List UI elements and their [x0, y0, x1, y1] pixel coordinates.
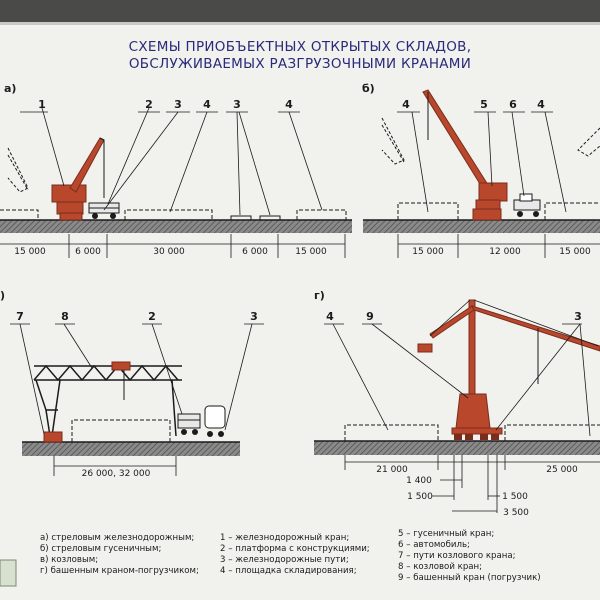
storage-area — [544, 202, 600, 220]
legend-item: 2 – платформа с конструкциями; — [220, 544, 370, 554]
crawler-crane — [422, 89, 508, 221]
callout-label: 4 — [402, 98, 410, 111]
storage-area — [296, 209, 347, 220]
panel-letter: г) — [314, 289, 325, 302]
legend-item: 9 – башенный кран (погрузчик) — [398, 573, 541, 583]
ground-strip — [22, 442, 240, 456]
boom-outline — [577, 127, 600, 157]
dimension-label: 12 000 — [489, 247, 521, 257]
legend-item: 3 – железнодорожные пути; — [220, 555, 349, 565]
dimension-label: 26 000, 32 000 — [82, 469, 151, 479]
dimension-label: 21 000 — [376, 465, 408, 475]
callout-label: 4 — [326, 310, 334, 323]
callout-label: 3 — [233, 98, 241, 111]
callout-label: 4 — [203, 98, 211, 111]
dimension-label: 6 000 — [242, 247, 268, 257]
board-frame — [0, 22, 600, 25]
callout-label: 5 — [480, 98, 488, 111]
callout-label: 7 — [16, 310, 24, 323]
title-line-1: СХЕМЫ ПРИОБЪЕКТНЫХ ОТКРЫТЫХ СКЛАДОВ, — [129, 39, 472, 55]
callout-label: 1 — [38, 98, 46, 111]
dimension-label: 15 000 — [559, 247, 591, 257]
storage-area — [0, 209, 39, 220]
railway-crane — [51, 137, 105, 221]
storage-area — [504, 424, 600, 441]
callout-label: 3 — [174, 98, 182, 111]
panel-letter: б) — [362, 82, 375, 95]
trolley — [111, 361, 131, 371]
callout-label: 4 — [537, 98, 545, 111]
legend-item: 8 – козловой кран; — [398, 562, 482, 572]
legend-item: в) козловым; — [40, 555, 98, 565]
dimension-label: 6 000 — [75, 247, 101, 257]
storage-area — [124, 209, 213, 220]
storage-area — [397, 202, 459, 220]
sticker-tag — [0, 559, 17, 587]
dimension-label: 1 500 — [407, 492, 433, 502]
callout-label: 2 — [148, 310, 156, 323]
callout-label: 8 — [61, 310, 69, 323]
dimension-label: 15 000 — [412, 247, 444, 257]
callout-label: 3 — [250, 310, 258, 323]
legend-item: 6 – автомобиль; — [398, 540, 470, 550]
panel-letter: а) — [4, 82, 16, 95]
dimension-label: 30 000 — [153, 247, 185, 257]
legend-item: 4 – площадка складирования; — [220, 566, 357, 576]
panel-g: г) — [314, 289, 600, 518]
ground-strip — [363, 220, 600, 233]
panel-letter: ) — [0, 289, 5, 302]
panel-v: ) — [0, 289, 264, 479]
boom-outline — [381, 117, 405, 165]
platform-with-structures — [88, 202, 120, 219]
truck — [513, 193, 541, 217]
dimension-label: 1 500 — [502, 492, 528, 502]
rail-track — [259, 215, 281, 221]
panel-b: б) — [362, 82, 600, 258]
legend-item: г) башенным краном-погрузчиком; — [40, 566, 199, 576]
title-line-2: ОБСЛУЖИВАЕМЫХ РАЗГРУЗОЧНЫМИ КРАНАМИ — [129, 56, 471, 72]
boom-outline — [7, 147, 29, 193]
legend-item: 5 – гусеничный кран; — [398, 529, 494, 539]
callout-label: 4 — [285, 98, 293, 111]
gantry-crane — [33, 364, 182, 437]
dimension-label: 15 000 — [295, 247, 327, 257]
dimension-label: 25 000 — [546, 465, 578, 475]
storage-area — [71, 419, 171, 442]
callout-label: 2 — [145, 98, 153, 111]
legend-item: а) стреловым железнодорожным; — [40, 533, 194, 543]
dimension-label: 1 400 — [406, 476, 432, 486]
background-wall — [0, 0, 600, 22]
callout-label: 3 — [574, 310, 582, 323]
callout-label: 9 — [366, 310, 374, 323]
ground-strip — [314, 441, 600, 455]
poster-board — [0, 22, 600, 600]
legend-item: 7 – пути козлового крана; — [398, 551, 516, 561]
panel-a: а) — [0, 82, 352, 258]
ground-strip — [0, 220, 352, 233]
dimension-label: 3 500 — [503, 508, 529, 518]
rail-track — [230, 215, 252, 221]
legend-item: 1 – железнодорожный кран; — [220, 533, 349, 543]
truck — [204, 405, 226, 437]
gantry-bogie — [43, 431, 63, 443]
storage-area — [344, 424, 439, 441]
legend: а) стреловым железнодорожным; б) стрелов… — [40, 529, 541, 583]
legend-item: б) стреловым гусеничным; — [40, 544, 161, 554]
platform-with-structures — [177, 413, 201, 435]
callout-label: 6 — [509, 98, 517, 111]
dimension-label: 15 000 — [14, 247, 46, 257]
